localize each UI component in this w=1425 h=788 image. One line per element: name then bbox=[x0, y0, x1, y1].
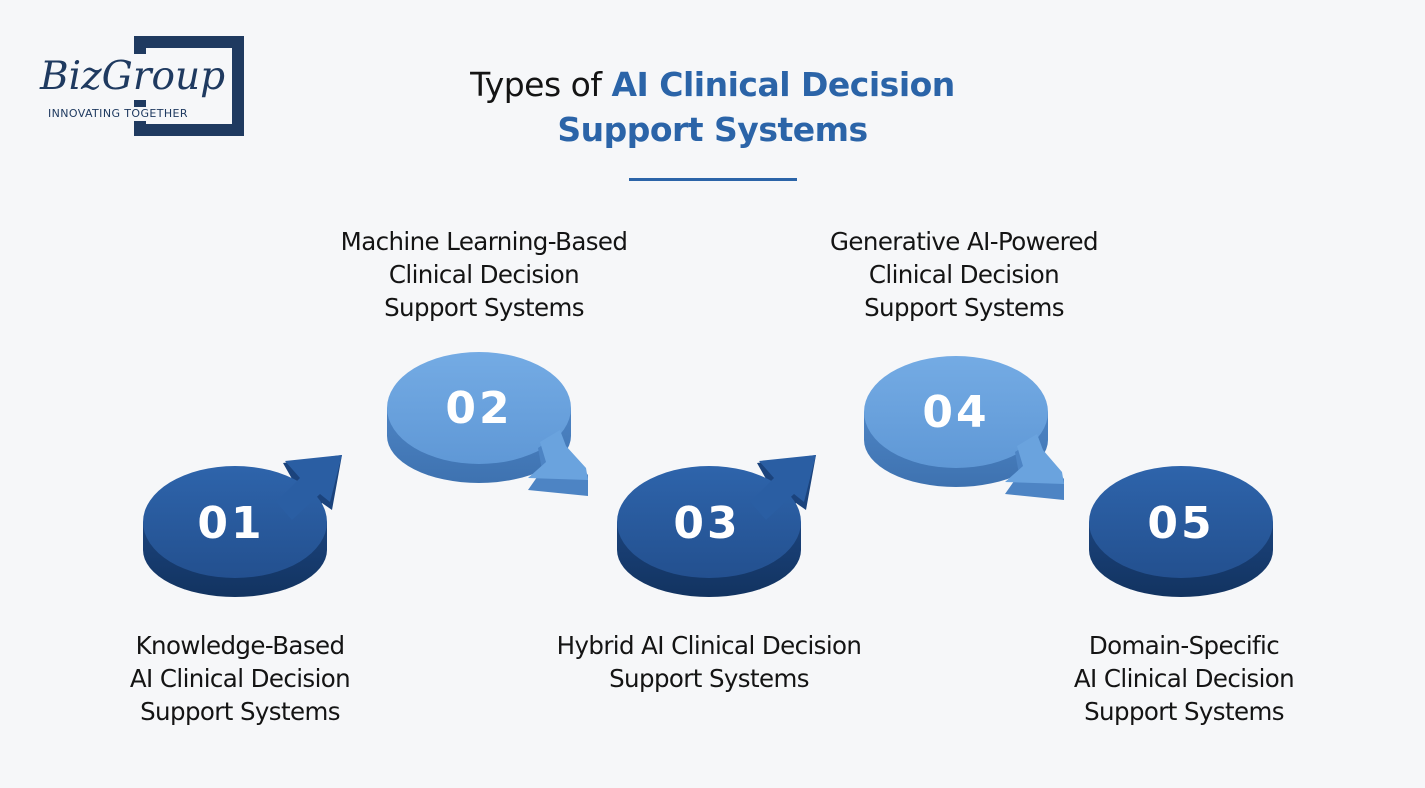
logo-tagline: INNOVATING TOGETHER bbox=[46, 107, 190, 121]
step-01-number: 01 bbox=[197, 498, 264, 549]
step-04-label-line: Generative AI-Powered bbox=[830, 227, 1099, 256]
step-05-label-line: Support Systems bbox=[1084, 697, 1284, 726]
step-04-label-line: Clinical Decision bbox=[868, 260, 1060, 289]
step-02-label-line: Support Systems bbox=[384, 293, 584, 322]
page-title: Types of AI Clinical Decision Support Sy… bbox=[380, 62, 1045, 152]
step-05-number: 05 bbox=[1147, 498, 1214, 549]
step-03-arrow-icon bbox=[750, 455, 816, 520]
step-02-label: Machine Learning-Based Clinical Decision… bbox=[309, 225, 659, 324]
step-01-label: Knowledge-Based AI Clinical Decision Sup… bbox=[95, 629, 385, 728]
step-03-label: Hybrid AI Clinical Decision Support Syst… bbox=[524, 629, 894, 695]
step-02-arrow-icon bbox=[528, 430, 588, 480]
step-02-label-line: Machine Learning-Based bbox=[340, 227, 628, 256]
title-divider bbox=[629, 178, 797, 181]
step-04-label: Generative AI-Powered Clinical Decision … bbox=[799, 225, 1129, 324]
step-01-label-line: AI Clinical Decision bbox=[129, 664, 351, 693]
step-01-disc bbox=[143, 455, 342, 597]
step-03-disc bbox=[617, 455, 816, 597]
company-logo: BizGroup INNOVATING TOGETHER bbox=[34, 36, 244, 136]
step-02-number: 02 bbox=[445, 383, 512, 434]
step-05-label: Domain-Specific AI Clinical Decision Sup… bbox=[1039, 629, 1329, 728]
step-04-label-line: Support Systems bbox=[864, 293, 1064, 322]
step-05-disc-top bbox=[1089, 466, 1273, 578]
step-01-label-line: Knowledge-Based bbox=[135, 631, 345, 660]
step-04-arrow-icon bbox=[1005, 434, 1064, 484]
title-prefix: Types of bbox=[470, 65, 612, 104]
step-05-disc bbox=[1089, 466, 1273, 597]
logo-wordmark: BizGroup bbox=[36, 54, 230, 100]
step-01-arrow-icon bbox=[276, 455, 342, 520]
step-02-disc bbox=[387, 352, 588, 496]
step-05-label-line: AI Clinical Decision bbox=[1073, 664, 1295, 693]
title-highlight-line1: AI Clinical Decision bbox=[611, 65, 955, 104]
title-highlight-line2: Support Systems bbox=[557, 110, 868, 149]
step-01-disc-top bbox=[143, 466, 327, 578]
step-05-label-line: Domain-Specific bbox=[1088, 631, 1280, 660]
step-03-label-line: Hybrid AI Clinical Decision bbox=[556, 631, 862, 660]
step-03-disc-top bbox=[617, 466, 801, 578]
step-01-label-line: Support Systems bbox=[140, 697, 340, 726]
step-04-disc bbox=[864, 356, 1064, 500]
step-02-label-line: Clinical Decision bbox=[388, 260, 580, 289]
step-04-disc-top bbox=[864, 356, 1048, 468]
step-04-number: 04 bbox=[922, 387, 989, 438]
step-03-number: 03 bbox=[673, 498, 740, 549]
step-02-disc-top bbox=[387, 352, 571, 464]
step-03-label-line: Support Systems bbox=[609, 664, 809, 693]
